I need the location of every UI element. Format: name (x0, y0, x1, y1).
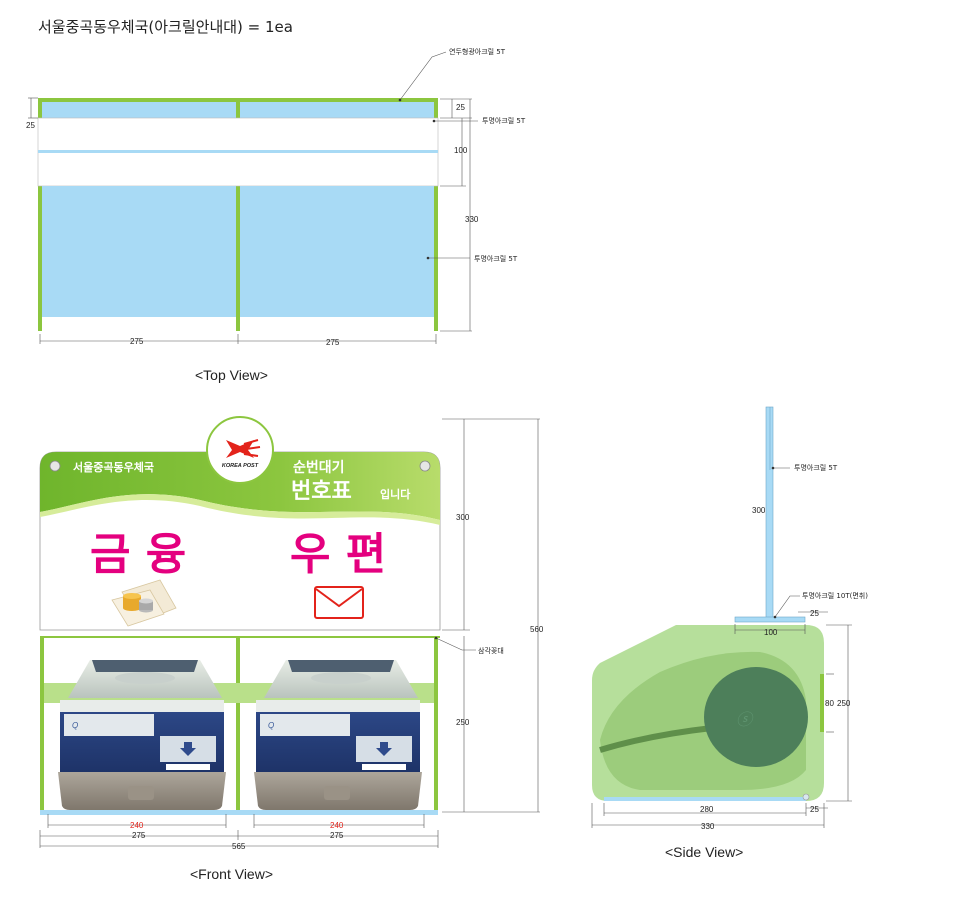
top-view: 25 25 100 330 275 275 연두형광아크릴 5T 투명아크릴 5… (26, 47, 526, 383)
side-view-paper-roll (704, 667, 808, 767)
front-view-banner-highlight (40, 494, 440, 525)
side-view-dim-25-bottom: 25 (810, 805, 819, 814)
top-view-label-clear-acrylic-upper: 투명아크릴 5T (482, 116, 526, 125)
coins-icon (111, 579, 177, 627)
envelope-icon (314, 586, 364, 619)
front-view-caption: <Front View> (190, 866, 273, 882)
top-view-green-rail (38, 98, 438, 102)
side-view-dim-80: 80 (825, 699, 834, 708)
side-view-holder-block (734, 616, 806, 623)
front-view-finance-label: 금 융 (90, 529, 186, 580)
front-view-dim-240-left: 240 (130, 821, 144, 830)
side-view-dim-25-top: 25 (810, 609, 819, 618)
front-view: 서울중곡동우체국 KOREA POST 순번대기 번호표 입니다 금 융 우 편 (39, 416, 544, 882)
side-view-dim-250: 250 (837, 699, 851, 708)
top-view-lower-panel-right (240, 186, 434, 317)
sheet-title: 서울중곡동우체국(아크릴안내대) = 1ea (38, 18, 293, 36)
arrow-down-icon (180, 742, 196, 756)
side-view-base-plate (604, 797, 806, 801)
front-view-dim-275-right: 275 (330, 831, 344, 840)
front-view-post-right (434, 636, 438, 814)
side-view-dim-100: 100 (764, 628, 778, 637)
top-view-post-left (38, 100, 42, 331)
ticket-machine-right: Q (254, 660, 422, 810)
front-view-office-name: 서울중곡동우체국 (73, 460, 154, 474)
top-view-dim-275-left: 275 (130, 337, 144, 346)
top-view-dim-330: 330 (465, 215, 479, 224)
top-view-lower-panel-left (42, 186, 236, 317)
front-view-dim-300: 300 (456, 513, 470, 522)
side-view-dim-330: 330 (701, 822, 715, 831)
side-view-dim-280: 280 (700, 805, 714, 814)
top-view-sign-edge (38, 150, 438, 153)
svg-text:Q: Q (72, 721, 78, 730)
svg-text:ⓢ: ⓢ (736, 711, 754, 729)
front-view-dim-250: 250 (456, 718, 470, 727)
top-view-post-right (434, 100, 438, 331)
side-view-label-acrylic-10t: 투명아크릴 10T(면취) (802, 591, 868, 600)
side-view: ⓢ 투명아크릴 5T 투명아크릴 10T(면취) 300 100 25 80 2… (591, 406, 868, 860)
svg-text:Q: Q (268, 721, 274, 730)
top-view-post-center (236, 100, 240, 331)
arrow-down-icon (376, 742, 392, 756)
side-view-caption: <Side View> (665, 844, 743, 860)
ticket-machine-left: Q (58, 660, 226, 810)
korea-post-emblem-icon (226, 439, 261, 458)
front-view-post-center (236, 636, 240, 814)
top-view-dim-100: 100 (454, 146, 468, 155)
top-view-upper-panel-right (240, 102, 434, 118)
top-view-dim-25-left: 25 (26, 121, 35, 130)
front-view-sign-line2-small: 입니다 (380, 487, 411, 501)
front-view-dim-560: 560 (530, 625, 544, 634)
top-view-dim-275-right: 275 (326, 338, 340, 347)
front-view-base (40, 810, 438, 815)
side-view-dim-300: 300 (752, 506, 766, 515)
top-view-label-clear-acrylic-lower: 투명아크릴 5T (474, 254, 518, 263)
front-view-green-banner (40, 452, 440, 520)
front-view-bolt-right (419, 460, 431, 472)
top-view-label-green-acrylic: 연두형광아크릴 5T (449, 47, 506, 56)
top-view-caption: <Top View> (195, 367, 268, 383)
side-view-vertical-acrylic (765, 406, 774, 621)
front-view-sign-line1: 순번대기 (293, 460, 345, 476)
front-view-dim-240-right: 240 (330, 821, 344, 830)
top-view-dim-25-right: 25 (456, 103, 465, 112)
front-view-postal-label: 우 편 (290, 529, 386, 580)
top-view-upper-panel-left (42, 102, 236, 118)
front-view-label-triangle-holder: 삼각꽂대 (478, 646, 504, 655)
front-view-dim-275-left: 275 (132, 831, 146, 840)
front-view-dim-565: 565 (232, 842, 246, 851)
front-view-post-left (40, 636, 44, 814)
side-view-slot (820, 674, 824, 732)
front-view-bolt-left (49, 460, 61, 472)
side-view-label-acrylic-5t: 투명아크릴 5T (794, 463, 838, 472)
front-view-sign-line2-big: 번호표 (291, 479, 352, 504)
korea-post-logo-text: KOREA POST (222, 463, 259, 469)
